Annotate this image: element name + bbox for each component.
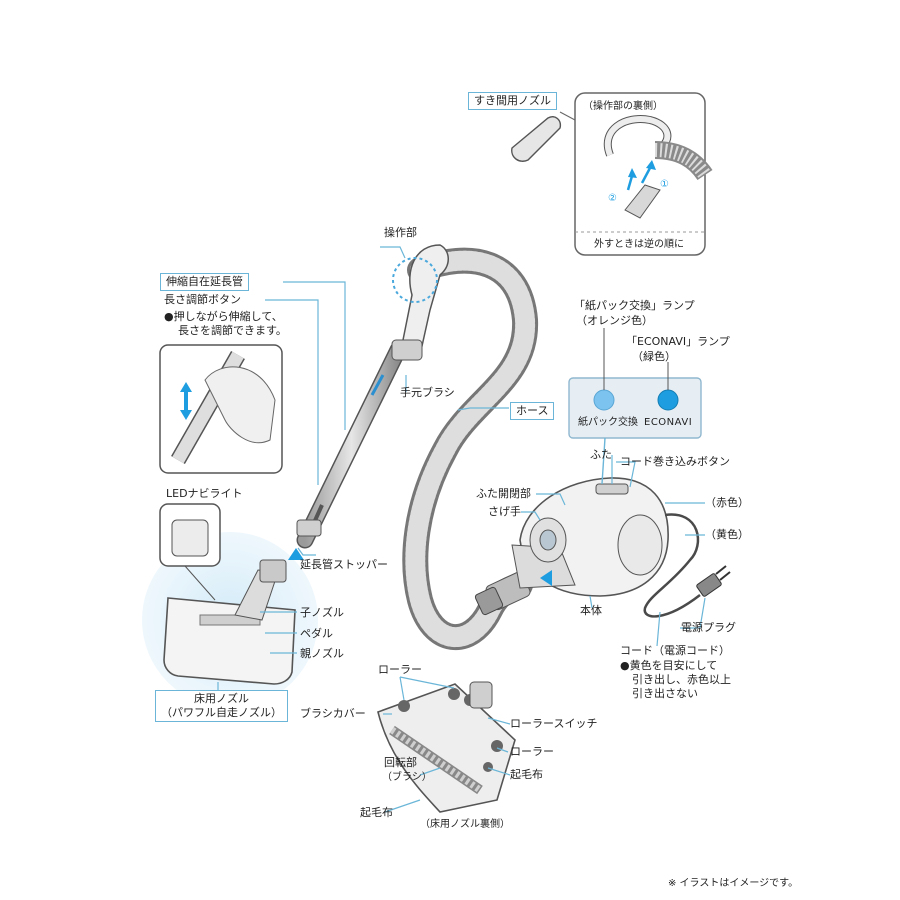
label-floor-nozzle-line2: （パワフル自走ノズル） — [161, 706, 282, 719]
label-crevice-nozzle: すき間用ノズル — [468, 92, 557, 110]
label-power-plug: 電源プラグ — [681, 621, 736, 634]
label-cord: コード（電源コード） — [620, 644, 730, 657]
label-roller-top: ローラー — [378, 663, 422, 676]
label-paper-pack-lamp-2: （オレンジ色） — [576, 314, 653, 327]
label-raised-cloth-bottom: 起毛布 — [360, 806, 393, 819]
label-paper-pack-lamp-1: 「紙パック交換」ランプ — [574, 299, 695, 312]
label-yellow-mark: （黄色） — [705, 528, 749, 541]
label-hose: ホース — [510, 402, 555, 420]
leader-lines — [217, 246, 706, 813]
label-length-note-1: ●押しながら伸縮して、 — [164, 310, 283, 323]
label-cord-rewind-button: コード巻き込みボタン — [620, 455, 730, 468]
lamp-panel-drawing — [568, 328, 702, 485]
crevice-nozzle-drawing — [511, 116, 562, 162]
led-inset-drawing — [159, 503, 221, 601]
main-body-drawing — [511, 477, 669, 597]
label-child-nozzle: 子ノズル — [300, 606, 344, 619]
extension-pipe-drawing — [288, 341, 407, 560]
label-body: 本体 — [580, 604, 602, 617]
label-rotating-part-1: 回転部 — [384, 756, 417, 769]
control-back-inset-drawing — [559, 92, 713, 256]
label-control-unit: 操作部 — [384, 226, 417, 239]
nozzle-underside-drawing — [377, 681, 516, 813]
label-cord-note-2: 引き出し、赤色以上 — [632, 673, 731, 686]
label-led-light: LEDナビライト — [166, 487, 243, 500]
label-roller-right: ローラー — [510, 745, 554, 758]
footnote: ※ イラストはイメージです。 — [668, 878, 799, 889]
label-roller-switch: ローラースイッチ — [510, 717, 598, 730]
label-pipe-stopper: 延長管ストッパー — [300, 558, 388, 571]
label-rotating-part-2: （ブラシ） — [382, 772, 432, 783]
panel-text-econavi: ECONAVI — [644, 417, 693, 428]
label-nozzle-underside: （床用ノズル裏側） — [420, 819, 510, 830]
label-floor-nozzle: 床用ノズル （パワフル自走ノズル） — [155, 690, 288, 722]
label-control-back-note: 外すときは逆の順に — [594, 239, 684, 250]
label-cord-note-3: 引き出さない — [632, 687, 698, 700]
label-control-back-title: （操作部の裏側） — [583, 101, 663, 112]
label-step-2: ② — [608, 193, 617, 204]
control-handle-drawing — [391, 244, 449, 361]
label-cord-note-1: ●黄色を目安にして — [620, 659, 718, 672]
label-floor-nozzle-line1: 床用ノズル — [194, 692, 249, 705]
length-button-inset-drawing — [159, 344, 283, 474]
label-length-button: 長さ調節ボタン — [164, 293, 241, 306]
label-brush-cover: ブラシカバー — [300, 707, 366, 720]
label-step-1: ① — [660, 179, 669, 190]
hose-drawing — [402, 247, 539, 650]
label-econavi-lamp-1: 「ECONAVI」ランプ — [626, 335, 730, 348]
label-econavi-lamp-2: （緑色） — [632, 350, 676, 363]
label-telescopic-pipe: 伸縮自在延長管 — [160, 273, 249, 291]
label-lid: ふた — [590, 448, 612, 461]
label-length-note-2: 長さを調節できます。 — [178, 324, 287, 337]
panel-text-paper-pack: 紙パック交換 — [578, 417, 638, 428]
label-handle: さげ手 — [488, 505, 521, 518]
label-parent-nozzle: 親ノズル — [300, 647, 344, 660]
label-pedal: ペダル — [300, 627, 333, 640]
label-lid-opener: ふた開閉部 — [476, 487, 531, 500]
power-cord-drawing — [643, 513, 731, 618]
label-raised-cloth-right: 起毛布 — [510, 768, 543, 781]
floor-nozzle-drawing — [163, 559, 296, 685]
label-red-mark: （赤色） — [705, 496, 749, 509]
label-hand-brush: 手元ブラシ — [400, 386, 455, 399]
